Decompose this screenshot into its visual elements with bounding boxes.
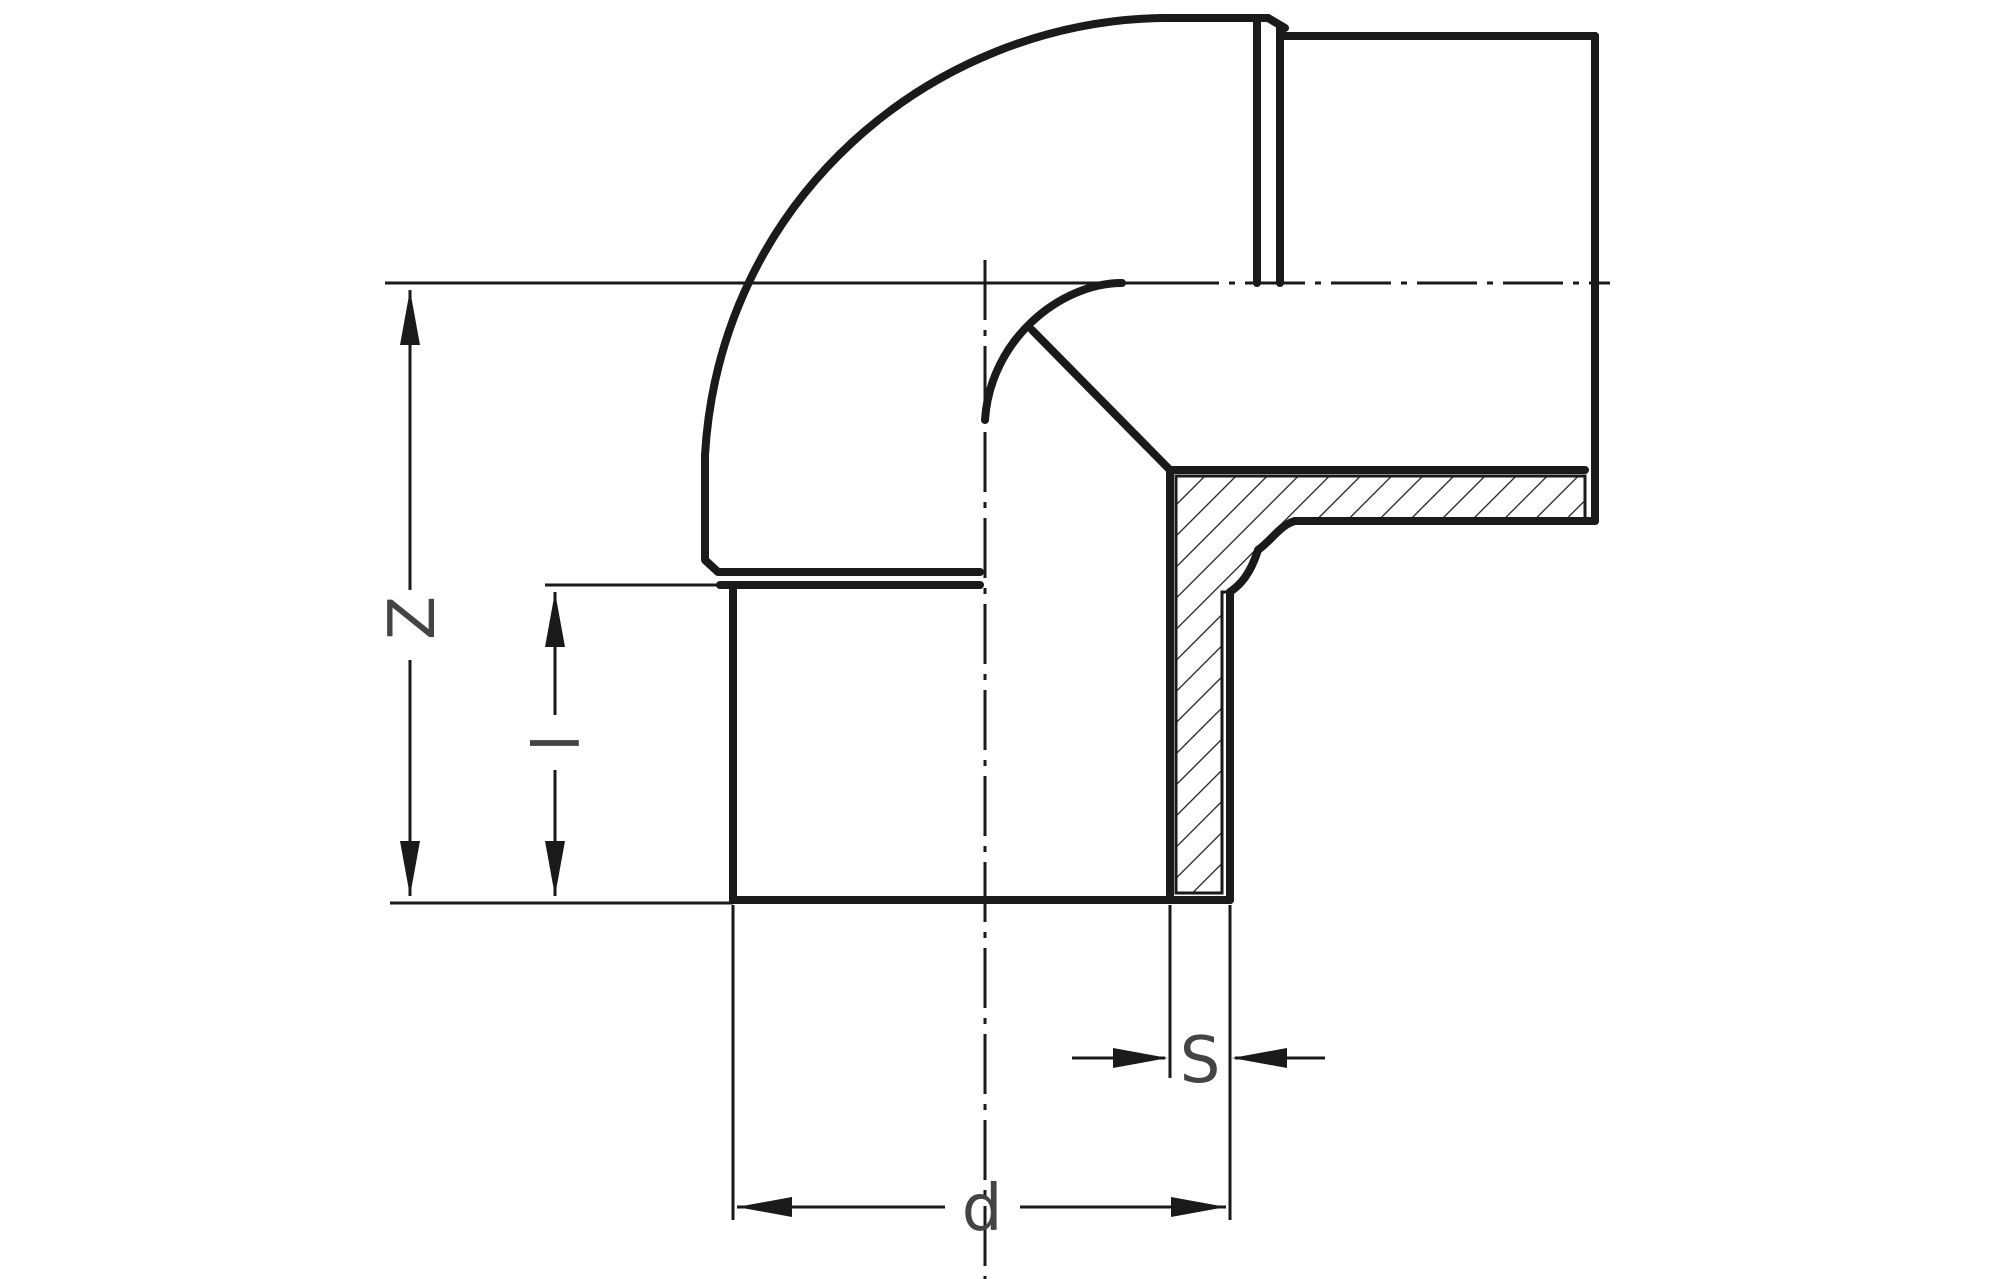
label-d: d (962, 1172, 1003, 1246)
center-lines (385, 260, 1610, 1279)
dimension-z (390, 281, 1170, 905)
elbow-outline (701, 14, 1599, 904)
dimension-d (731, 905, 1226, 1220)
label-l: l (521, 734, 595, 752)
label-z: Z (376, 596, 450, 640)
label-s: S (1180, 1024, 1221, 1098)
dimension-l (545, 583, 720, 896)
dimension-s (1072, 905, 1325, 1220)
